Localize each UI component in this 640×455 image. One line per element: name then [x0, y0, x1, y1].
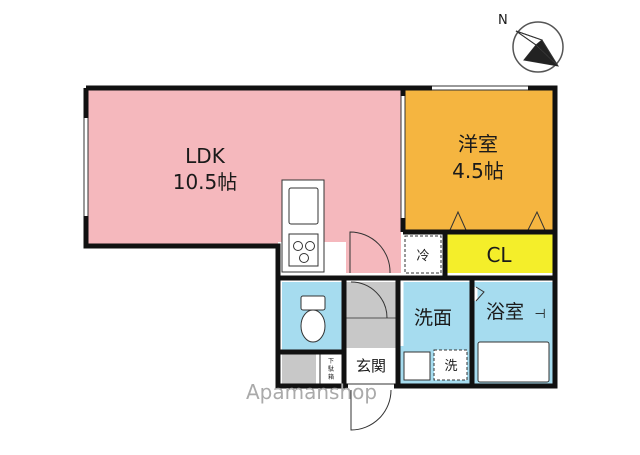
fridge-space: 冷 — [404, 235, 442, 274]
closet-name: CL — [486, 243, 512, 267]
ldk-door — [349, 231, 391, 274]
room-bathroom: 浴室 ⊣ — [474, 282, 553, 384]
stove — [288, 233, 319, 267]
ldk-name: LDK — [185, 144, 226, 168]
western-floor — [405, 88, 553, 230]
kitchen-counter — [281, 179, 325, 273]
room-western: 洋室 4.5帖 — [405, 88, 553, 231]
watermark: Apamanshop — [246, 380, 377, 404]
fridge-label: 冷 — [416, 249, 429, 264]
window-frames — [83, 85, 528, 218]
entrance-door — [350, 389, 392, 431]
bathtub — [477, 341, 550, 383]
faucet-icon: ⊣ — [534, 307, 545, 322]
windows — [84, 86, 528, 218]
room-toilet — [282, 282, 342, 350]
western-name: 洋室 — [458, 132, 498, 156]
toilet-bowl — [300, 309, 326, 343]
bathroom-name: 浴室 — [486, 301, 524, 323]
entrance-name: 玄関 — [356, 357, 386, 375]
washer-label: 洗 — [444, 359, 457, 374]
closet-floor — [447, 234, 553, 273]
hallway — [346, 281, 396, 348]
room-entrance: 玄関 — [346, 350, 396, 431]
entrance-floor — [346, 350, 396, 386]
shoe-box-label-3: 箱 — [328, 373, 334, 381]
vanity-sink — [403, 351, 431, 381]
compass-icon — [512, 21, 564, 73]
ldk-size: 10.5帖 — [173, 170, 238, 194]
shoe-box-label-2: 駄 — [328, 365, 334, 373]
kitchen-sink — [288, 187, 319, 225]
western-size: 4.5帖 — [452, 159, 504, 183]
washer-space — [433, 349, 468, 381]
compass-north-label: N — [498, 13, 508, 28]
shoe-box-label-1: 下 — [328, 358, 334, 365]
compass: N — [498, 13, 564, 73]
room-washroom: 洗面 洗 — [400, 282, 470, 384]
room-closet: CL — [447, 234, 553, 273]
washroom-name: 洗面 — [414, 307, 452, 329]
